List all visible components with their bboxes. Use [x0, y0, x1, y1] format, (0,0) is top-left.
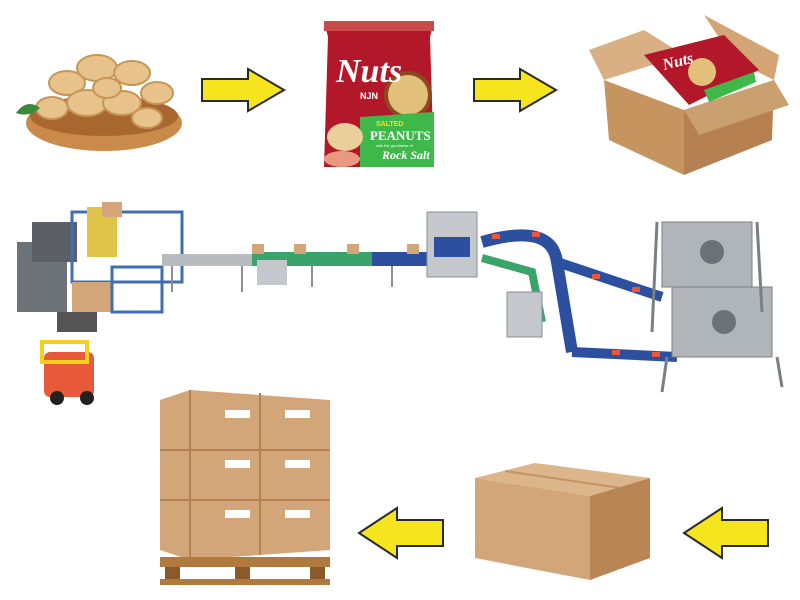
arrow-left-icon: [355, 505, 447, 561]
bag-sub-brand: NJN: [360, 91, 379, 101]
open-carton-with-bag-image: Nuts: [584, 10, 794, 178]
packaging-production-line-image: [12, 192, 792, 407]
arrow-right-icon: [198, 66, 288, 114]
bag-tag-main: PEANUTS: [370, 128, 431, 143]
bag-tag-top: SALTED: [376, 121, 404, 128]
cashew-bowl-image: [12, 38, 187, 158]
palletized-cartons-image: [155, 385, 335, 590]
nuts-bag-image: Nuts NJN SALTED PEANUTS with the goodnes…: [320, 17, 438, 173]
arrow-left-icon: [680, 505, 772, 561]
bag-tag-small: with the goodness of: [376, 143, 413, 148]
arrow-right-icon: [470, 66, 560, 114]
bag-brand: Nuts: [336, 53, 403, 90]
bag-tag-bottom: Rock Salt: [382, 148, 430, 162]
sealed-carton-image: [470, 458, 655, 583]
